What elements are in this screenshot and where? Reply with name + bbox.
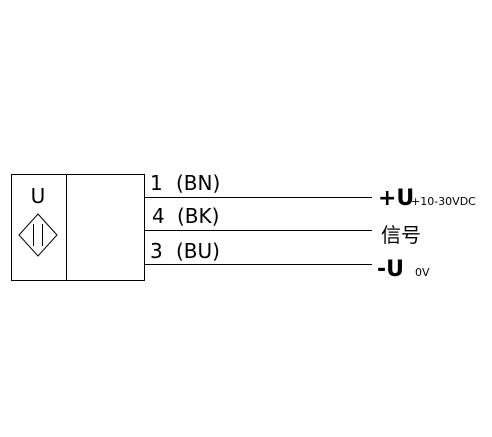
sensor-symbol-icon [18, 213, 58, 257]
supply-voltage-note: +10-30VDC [411, 195, 476, 208]
wire-bn-pin: 1 [150, 171, 163, 195]
sensor-body [11, 174, 145, 281]
sensor-label: U [31, 184, 46, 208]
terminal-minus-u: -U [377, 257, 404, 282]
ground-voltage-note: 0V [415, 266, 430, 279]
wire-bk-pin: 4 [152, 204, 165, 228]
wire-bn-code: (BN) [176, 171, 220, 195]
terminal-plus-u: +U [378, 186, 414, 211]
terminal-signal: 信号 [381, 223, 421, 247]
wire-bu-code: (BU) [176, 239, 220, 263]
wire-bu-pin: 3 [150, 239, 163, 263]
wire-bk-code: (BK) [177, 204, 219, 228]
